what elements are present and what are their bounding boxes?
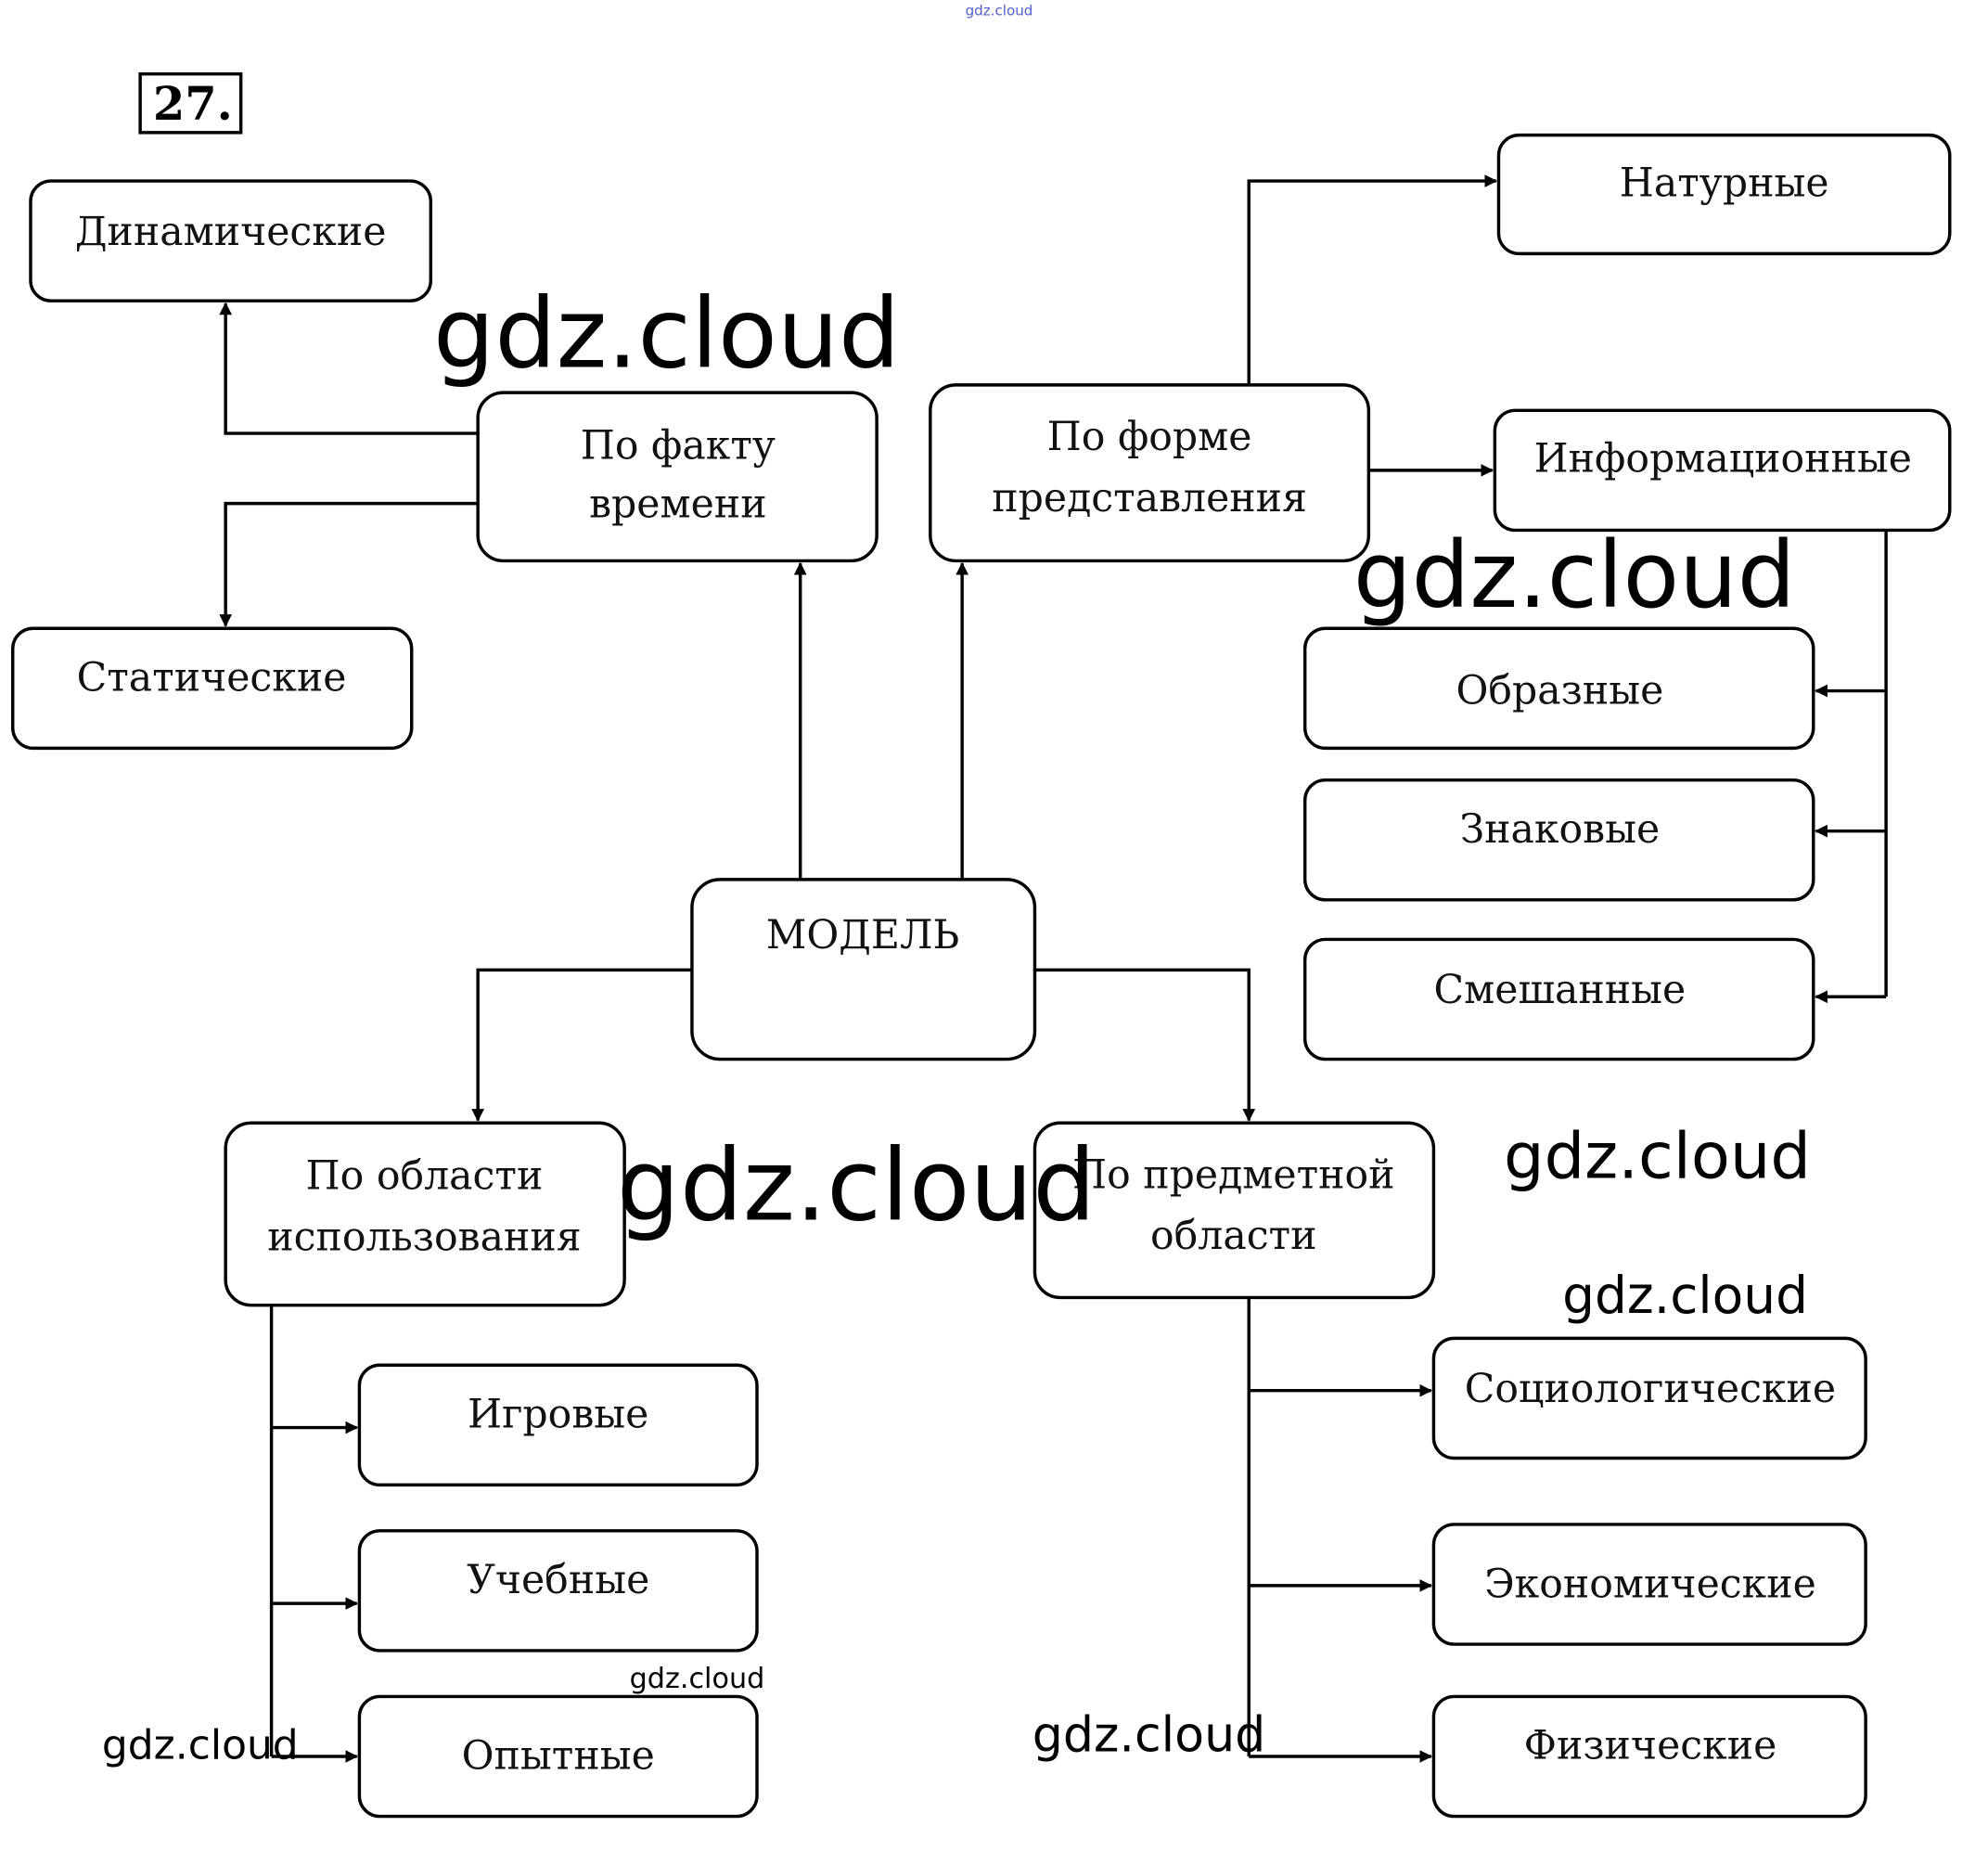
svg-text:Физические: Физические: [1524, 1723, 1777, 1769]
svg-text:По форме: По форме: [1047, 414, 1252, 460]
svg-text:Натурные: Натурные: [1620, 161, 1829, 207]
node-form: По форме представления: [929, 383, 1371, 563]
node-natural: Натурные: [1496, 133, 1952, 256]
svg-text:представления: представления: [992, 475, 1307, 521]
node-game: Игровые: [357, 1363, 759, 1487]
svg-text:Социологические: Социологические: [1465, 1366, 1836, 1412]
svg-text:Игровые: Игровые: [468, 1392, 648, 1438]
svg-text:По области: По области: [306, 1153, 544, 1200]
node-figurative: Образные: [1302, 626, 1815, 751]
svg-text:использования: использования: [267, 1215, 581, 1261]
svg-text:По факту: По факту: [581, 423, 776, 469]
svg-text:Опытные: Опытные: [462, 1733, 655, 1780]
watermark: gdz.cloud: [1562, 1266, 1808, 1325]
svg-text:Информационные: Информационные: [1534, 435, 1912, 482]
svg-text:Динамические: Динамические: [75, 209, 387, 255]
svg-text:времени: времени: [589, 482, 767, 528]
node-time: По факту времени: [476, 391, 879, 563]
node-static: Статические: [11, 626, 414, 751]
node-usage: По области использования: [224, 1121, 626, 1307]
arrow-to-subject: [1034, 968, 1256, 1122]
svg-text:Образные: Образные: [1456, 667, 1663, 714]
svg-text:Учебные: Учебные: [467, 1557, 649, 1603]
arrow-to-dynamic: [219, 302, 479, 435]
watermark: gdz.cloud: [617, 1129, 1096, 1244]
node-sociological: Социологические: [1431, 1336, 1867, 1460]
svg-text:области: области: [1150, 1213, 1316, 1259]
watermark: gdz.cloud: [433, 277, 900, 391]
node-sign: Знаковые: [1302, 778, 1815, 902]
watermark: gdz.cloud: [630, 1663, 765, 1695]
watermark: gdz.cloud: [1504, 1119, 1811, 1193]
watermark: gdz.cloud: [1032, 1707, 1266, 1763]
watermark: gdz.cloud: [966, 2, 1033, 19]
svg-text:Смешанные: Смешанные: [1434, 967, 1687, 1013]
node-subject: По предметной области: [1032, 1121, 1436, 1300]
svg-text:Экономические: Экономические: [1484, 1561, 1816, 1607]
connectors: [219, 174, 1888, 1763]
node-experimental: Опытные: [357, 1694, 759, 1819]
node-informational: Информационные: [1493, 408, 1952, 533]
node-dynamic: Динамические: [29, 179, 433, 302]
arrow-to-natural: [1247, 174, 1498, 385]
node-economic: Экономические: [1431, 1523, 1867, 1646]
svg-text:Знаковые: Знаковые: [1460, 806, 1661, 853]
svg-text:По предметной: По предметной: [1072, 1151, 1395, 1198]
task-number: 27.: [153, 77, 233, 131]
watermark: gdz.cloud: [102, 1722, 299, 1769]
arrow-to-usage: [471, 968, 692, 1122]
svg-text:МОДЕЛЬ: МОДЕЛЬ: [766, 912, 959, 958]
node-physical: Физические: [1431, 1694, 1867, 1819]
node-model: МОДЕЛЬ: [690, 878, 1037, 1061]
task-number-box: [138, 71, 243, 135]
node-mixed: Смешанные: [1302, 937, 1815, 1061]
arrow-to-static: [219, 501, 479, 627]
svg-text:Статические: Статические: [77, 655, 347, 701]
node-educational: Учебные: [357, 1529, 759, 1653]
watermark: gdz.cloud: [1353, 522, 1796, 629]
